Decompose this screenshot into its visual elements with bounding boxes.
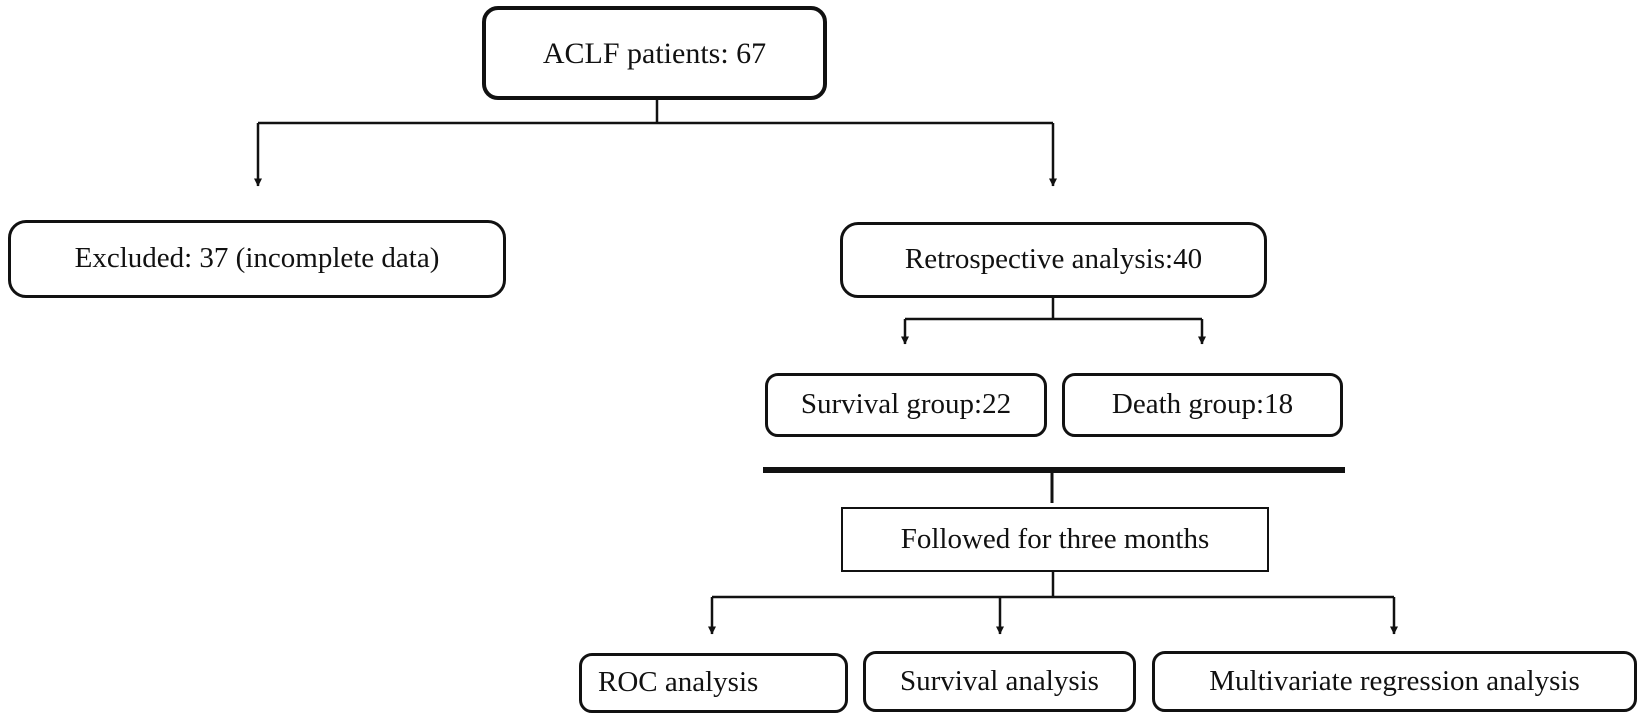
node-survival-group: Survival group:22 bbox=[765, 373, 1047, 437]
connector-followed-children bbox=[708, 572, 1398, 635]
node-survival-analysis: Survival analysis bbox=[863, 651, 1136, 712]
connector-groups-followed bbox=[763, 467, 1345, 503]
node-retrospective-analysis: Retrospective analysis:40 bbox=[840, 222, 1267, 298]
node-excluded: Excluded: 37 (incomplete data) bbox=[8, 220, 506, 298]
node-death-group: Death group:18 bbox=[1062, 373, 1343, 437]
connector-root-children bbox=[254, 100, 1057, 187]
connector-retrospective-children bbox=[901, 298, 1206, 345]
node-followed-three-months: Followed for three months bbox=[841, 507, 1269, 572]
node-aclf-patients: ACLF patients: 67 bbox=[482, 6, 827, 100]
node-multivariate-regression-analysis: Multivariate regression analysis bbox=[1152, 651, 1637, 712]
node-roc-analysis: ROC analysis bbox=[579, 653, 848, 713]
